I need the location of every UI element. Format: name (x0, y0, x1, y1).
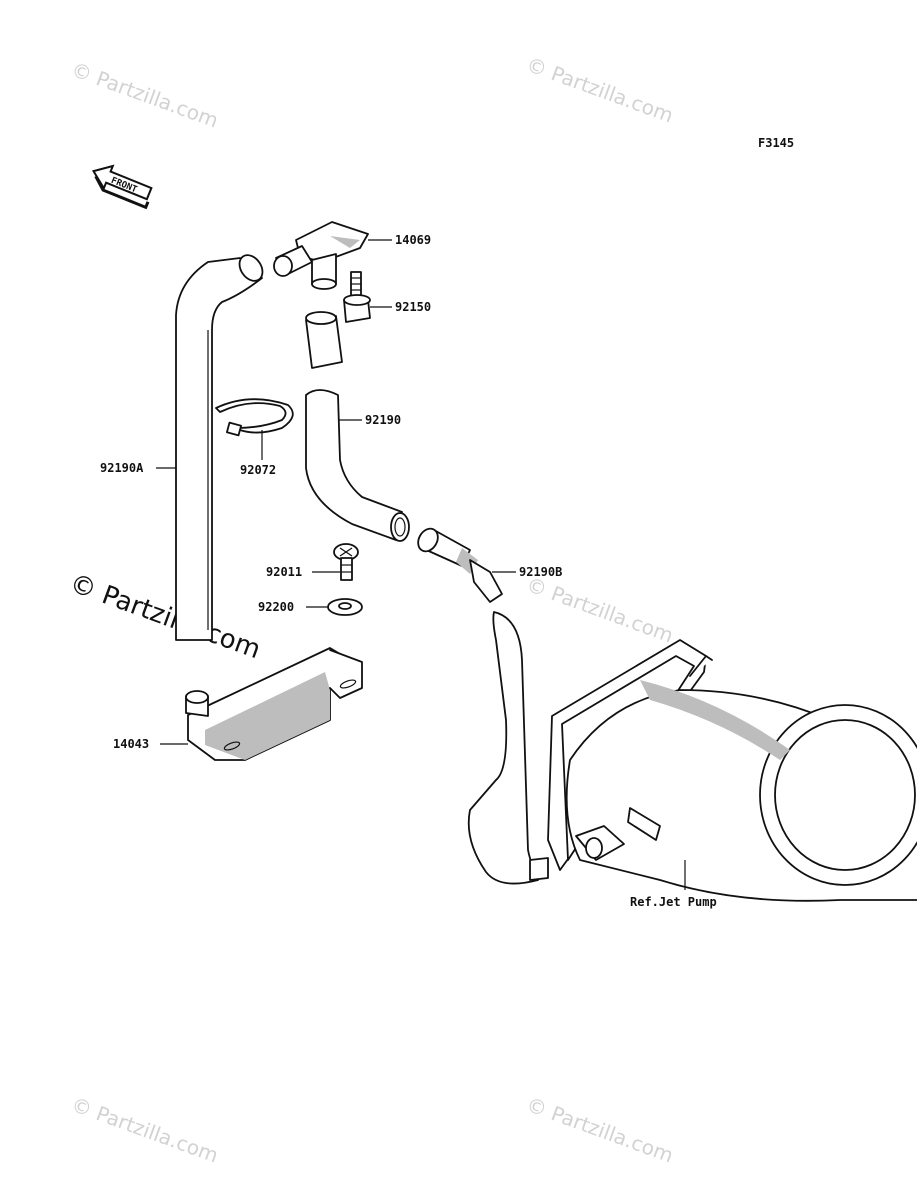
watermark-top-right: © Partzilla.com (523, 52, 676, 127)
label-92190: 92190 (365, 413, 401, 427)
label-92190a: 92190A (100, 461, 144, 475)
label-ref-jet-pump: Ref.Jet Pump (630, 895, 717, 909)
watermark-mid-right: © Partzilla.com (523, 572, 676, 647)
svg-text:© Partzilla.com: © Partzilla.com (66, 568, 265, 665)
watermark-bottom-right: © Partzilla.com (523, 1092, 676, 1167)
hose-92190 (305, 389, 410, 542)
hose-92190b (417, 527, 549, 885)
label-92200: 92200 (258, 600, 294, 614)
watermark-top-left: © Partzilla.com (68, 57, 221, 132)
part-14043-box (185, 647, 363, 761)
part-14069-fitting (273, 221, 369, 290)
svg-text:© Partzilla.com: © Partzilla.com (523, 572, 676, 647)
label-14043: 14043 (113, 737, 149, 751)
part-92150-bolt (343, 271, 371, 323)
label-92011: 92011 (266, 565, 302, 579)
svg-text:© Partzilla.com: © Partzilla.com (68, 1092, 221, 1167)
label-92072: 92072 (240, 463, 276, 477)
watermark-bottom-left: © Partzilla.com (68, 1092, 221, 1167)
short-hose (305, 311, 343, 369)
label-14069: 14069 (395, 233, 431, 247)
watermark-large: © Partzilla.com (66, 568, 265, 665)
part-92072-clamp (215, 398, 294, 437)
svg-text:© Partzilla.com: © Partzilla.com (68, 57, 221, 132)
svg-text:© Partzilla.com: © Partzilla.com (523, 1092, 676, 1167)
part-92200-washer (327, 598, 363, 616)
figure-code: F3145 (758, 136, 794, 150)
label-92190b: 92190B (519, 565, 562, 579)
part-92011-screw (333, 543, 359, 581)
svg-text:© Partzilla.com: © Partzilla.com (523, 52, 676, 127)
label-92150: 92150 (395, 300, 431, 314)
front-arrow-icon: FRONT (91, 164, 153, 210)
hose-92190a (175, 254, 264, 641)
jet-pump (547, 639, 917, 902)
